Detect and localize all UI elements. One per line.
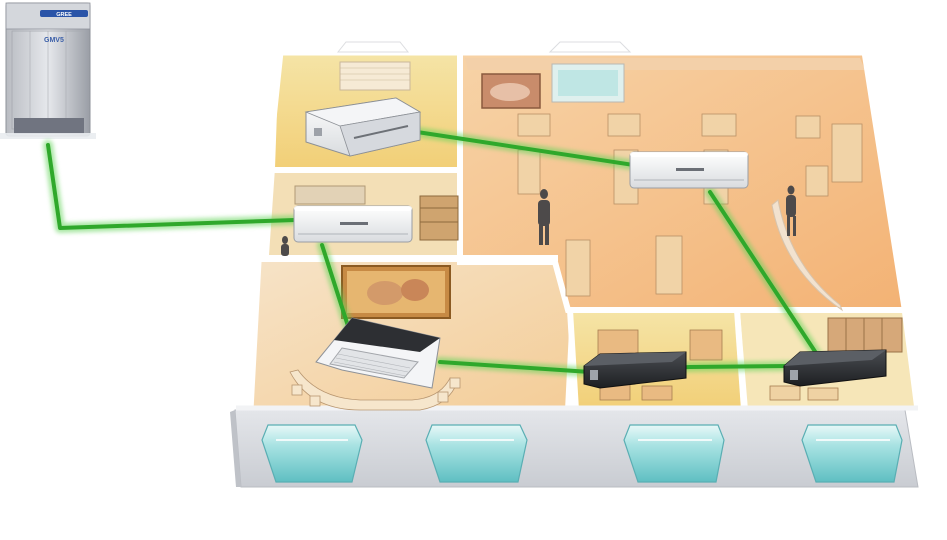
pipe-office-to-room-2	[708, 190, 820, 358]
pipe-ducted-to-office	[402, 128, 642, 168]
slim-duct-unit-room-2	[783, 349, 887, 387]
room-1-furniture	[597, 329, 723, 401]
window-4	[801, 424, 903, 483]
front-windows	[261, 424, 903, 483]
brand-label: GREE	[56, 12, 72, 18]
room-2-furniture	[769, 385, 839, 401]
main-pipe	[46, 143, 297, 230]
slim-duct-unit-room-1	[583, 351, 687, 389]
wall-split-unit-office	[629, 151, 749, 189]
window-1	[261, 424, 363, 483]
lounge-furniture	[289, 369, 461, 411]
outdoor-unit: GREE GMV5	[0, 2, 96, 139]
window-3	[623, 424, 725, 483]
pipe-reception-to-cassette	[320, 243, 350, 328]
model-label: GMV5	[44, 37, 64, 44]
office-people	[281, 185, 796, 256]
gree-logo	[40, 10, 88, 17]
window-2	[425, 424, 528, 483]
wall-split-unit-reception	[293, 205, 413, 243]
ducted-unit-meeting-room	[304, 97, 422, 157]
cassette-unit-lounge	[315, 317, 441, 389]
